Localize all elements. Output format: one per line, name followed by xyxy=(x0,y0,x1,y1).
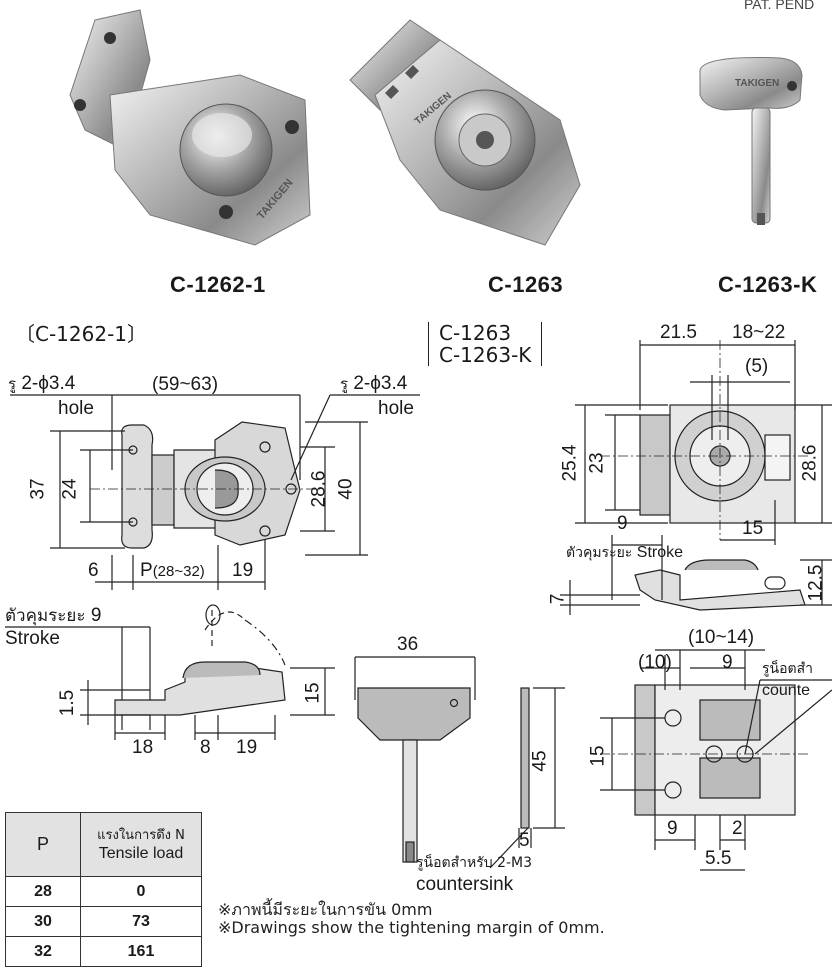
c1263-dim-5-5: 5.5 xyxy=(705,848,732,869)
table-header-load-th: แรงในการดึง N xyxy=(97,827,185,843)
drawing-c1263-side-view xyxy=(560,535,832,615)
section-heading-c1263-line1: C-1263 xyxy=(439,321,512,345)
c1263-dim-15: 15 xyxy=(742,518,764,539)
section-heading-c1263-line2: C-1263-K xyxy=(439,343,532,367)
dim-6: 6 xyxy=(88,560,99,581)
c1263-dim-18-22: 18~22 xyxy=(732,322,786,343)
note-english: ※Drawings show the tightening margin of … xyxy=(218,918,605,937)
key-dim-5: 5 xyxy=(519,830,530,851)
c1263-dim-12-5: 12.5 xyxy=(805,564,827,602)
hole-left-label: รู 2-ϕ3.4 xyxy=(8,372,75,396)
table-cell-p: 28 xyxy=(5,876,81,907)
table-cell-load: 0 xyxy=(80,876,202,907)
drawing-c1262-side-view xyxy=(5,604,335,740)
dim-15: 15 xyxy=(302,682,324,704)
dim-p-letter: P xyxy=(140,560,153,581)
c1263-dim-23: 23 xyxy=(586,452,608,474)
c1263-dim-10: (10) xyxy=(638,652,672,673)
table-header-p: P xyxy=(5,812,81,877)
table-header-load-en: Tensile load xyxy=(98,844,184,862)
table-cell-load: 161 xyxy=(80,936,202,967)
key-countersink-en: countersink xyxy=(416,874,514,895)
hole-left-en: hole xyxy=(58,398,94,419)
key-dim-36: 36 xyxy=(397,634,419,655)
c1263-dim-7: 7 xyxy=(547,593,569,605)
c1263-dim-21-5: 21.5 xyxy=(660,322,697,343)
hole-right-th: รู xyxy=(340,375,349,393)
c1263-stroke-th: ตัวคุมระยะ xyxy=(566,545,633,561)
table-row: 32 161 xyxy=(5,936,202,967)
hole-right-label: รู 2-ϕ3.4 xyxy=(340,372,407,396)
stroke-val: 9 xyxy=(90,605,102,626)
tensile-load-table: P แรงในการดึง N Tensile load 28 0 30 73 … xyxy=(5,812,202,967)
section-heading-c1263: C-1263 C-1263-K xyxy=(428,321,543,367)
c1263-dim-9: 9 xyxy=(617,513,628,534)
drawing-key xyxy=(354,656,565,869)
c1263-dim-9b: 9 xyxy=(722,652,733,673)
dim-24: 24 xyxy=(59,478,81,500)
drawing-c1263-top-view xyxy=(575,340,832,545)
dim-28-6: 28.6 xyxy=(308,470,330,508)
c1263-dim-2: 2 xyxy=(732,818,743,839)
brand-stamp-3: TAKIGEN xyxy=(735,78,779,89)
table-header-load: แรงในการดึง N Tensile load xyxy=(80,812,202,877)
table-row: 28 0 xyxy=(5,876,202,907)
dim-1-5: 1.5 xyxy=(57,689,79,717)
dim-8: 8 xyxy=(200,737,211,758)
hole-right-spec: 2-ϕ3.4 xyxy=(353,373,408,394)
dim-18: 18 xyxy=(132,737,154,758)
stroke-en: Stroke xyxy=(5,628,60,649)
stroke-th: ตัวคุมระยะ xyxy=(5,606,86,626)
note-thai: ※ภาพนี้มีระยะในการขัน 0mm xyxy=(218,900,433,919)
drawing-c1263-bottom-view xyxy=(600,649,832,871)
table-cell-p: 30 xyxy=(5,906,81,937)
c1263-stroke-en: Stroke xyxy=(636,544,684,561)
c1263-stroke-label: ตัวคุมระยะ Stroke xyxy=(566,542,683,564)
c1263-countersink-th: รูน็อตสำ xyxy=(762,661,813,677)
photo-c1262-1: TAKIGEN xyxy=(69,9,311,246)
model-label-c1263: C-1263 xyxy=(488,272,564,297)
c1263-dim-15b: 15 xyxy=(587,745,609,767)
key-countersink-th: รูน็อตสำหรับ 2-M3 xyxy=(416,855,533,871)
span-dim: (59~63) xyxy=(152,374,219,395)
drawing-c1262-top-view xyxy=(10,394,420,590)
dim-p-range: (28~32) xyxy=(152,563,205,580)
hole-left-spec: 2-ϕ3.4 xyxy=(21,373,76,394)
hole-left-th: รู xyxy=(8,375,17,393)
dim-19: 19 xyxy=(232,560,254,581)
c1263-countersink-en: counte xyxy=(762,682,811,699)
c1263-dim-25-4: 25.4 xyxy=(559,444,581,482)
patent-note: PAT. PEND xyxy=(744,0,815,12)
model-label-c1263-k: C-1263-K xyxy=(718,272,818,297)
photo-c1263: TAKIGEN xyxy=(349,19,581,246)
dim-37: 37 xyxy=(27,478,49,500)
key-dim-45: 45 xyxy=(529,750,551,772)
table-row: 30 73 xyxy=(5,906,202,937)
hole-right-en: hole xyxy=(378,398,414,419)
c1263-dim-28-6: 28.6 xyxy=(799,444,821,482)
table-cell-load: 73 xyxy=(80,906,202,937)
c1263-dim-10-14: (10~14) xyxy=(688,627,755,648)
section-heading-c1262-1: 〔C-1262-1〕 xyxy=(15,322,148,346)
c1263-dim-9c: 9 xyxy=(667,818,678,839)
c1263-dim-5: (5) xyxy=(745,356,769,377)
table-cell-p: 32 xyxy=(5,936,81,967)
dim-19b: 19 xyxy=(236,737,258,758)
photo-c1263-k: TAKIGEN xyxy=(699,57,803,225)
model-label-c1262-1: C-1262-1 xyxy=(170,272,266,297)
stroke-label: ตัวคุมระยะ 9 xyxy=(5,602,101,629)
dim-40: 40 xyxy=(335,478,357,500)
dim-p: P(28~32) xyxy=(140,560,205,582)
